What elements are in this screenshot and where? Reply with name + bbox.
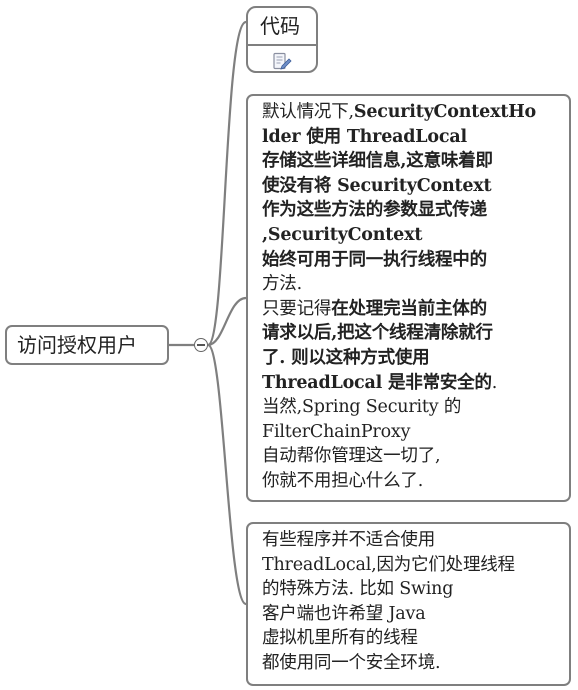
text-segment: 虚拟机里所有的线程 — [262, 628, 418, 649]
text-segment: 默认情况下, — [262, 102, 354, 122]
text-segment: 始终可用于同一执行线程中的 — [262, 249, 487, 270]
text-segment: lder 使用 ThreadLocal — [262, 126, 467, 147]
text-line: 只要记得在处理完当前主体的 — [262, 297, 563, 322]
text-segment: 在处理完当前主体的 — [331, 298, 487, 319]
text-line: 客户端也许希望 Java — [262, 602, 563, 627]
text-line: 自动帮你管理这一切了, — [262, 444, 563, 469]
text-segment: 都使用同一个安全环境. — [262, 652, 441, 673]
connector-to-topic-2 — [207, 296, 247, 347]
text-segment: FilterChainProxy — [262, 421, 411, 442]
text-segment: 作为这些方法的参数显式传递 — [262, 200, 487, 221]
text-segment: 了. 则以这种方式使用 — [262, 347, 430, 368]
text-line: 你就不用担心什么了. — [262, 469, 563, 494]
text-line: 使没有将 SecurityContext — [262, 174, 563, 199]
text-line: 了. 则以这种方式使用 — [262, 346, 563, 371]
topic-threadlocal-unsuitable[interactable]: 有些程序并不适合使用 ThreadLocal,因为它们处理线程的特殊方法. 比如 … — [246, 522, 571, 686]
text-line: ThreadLocal,因为它们处理线程 — [262, 553, 563, 578]
root-topic-label: 访问授权用户 — [17, 333, 137, 357]
text-line: 方法. — [262, 272, 563, 297]
text-segment: 方法. — [262, 274, 302, 295]
text-segment: ,SecurityContext — [262, 224, 423, 245]
text-line: 默认情况下,SecurityContextHo — [262, 100, 563, 125]
text-line: 请求以后,把这个线程清除就行 — [262, 321, 563, 346]
text-segment: 自动帮你管理这一切了, — [262, 446, 441, 467]
text-segment: 的特殊方法. 比如 Swing — [262, 579, 454, 600]
text-segment: ThreadLocal 是非常安全的 — [262, 372, 492, 393]
note-edit-icon[interactable] — [248, 46, 316, 71]
text-segment: 有些程序并不适合使用 — [262, 530, 435, 550]
text-segment: SecurityContextHo — [353, 102, 537, 122]
root-topic[interactable]: 访问授权用户 — [5, 325, 169, 365]
text-line: 存储这些详细信息,这意味着即 — [262, 149, 563, 174]
text-line: FilterChainProxy — [262, 420, 563, 445]
text-segment: 请求以后,把这个线程清除就行 — [262, 323, 493, 344]
text-line: 有些程序并不适合使用 — [262, 528, 563, 553]
collapse-toggle-button[interactable] — [194, 338, 208, 352]
connector-to-code-node — [206, 20, 247, 347]
text-line: 始终可用于同一执行线程中的 — [262, 248, 563, 273]
text-line: 都使用同一个安全环境. — [262, 651, 563, 676]
code-topic-label: 代码 — [248, 8, 316, 46]
text-line: 当然,Spring Security 的 — [262, 395, 563, 420]
text-line: 作为这些方法的参数显式传递 — [262, 198, 563, 223]
text-segment: 客户端也许希望 Java — [262, 603, 426, 624]
text-line: 虚拟机里所有的线程 — [262, 626, 563, 651]
text-segment: 只要记得 — [262, 298, 332, 319]
text-segment: 使没有将 SecurityContext — [262, 175, 492, 196]
text-segment: 存储这些详细信息,这意味着即 — [262, 151, 493, 172]
text-line: lder 使用 ThreadLocal — [262, 125, 563, 150]
text-segment: . — [491, 372, 498, 393]
text-line: ,SecurityContext — [262, 223, 563, 248]
text-segment: 你就不用担心什么了. — [262, 470, 424, 491]
text-segment: 当然,Spring Security 的 — [262, 397, 462, 418]
connector-to-topic-3 — [206, 343, 248, 606]
code-topic[interactable]: 代码 — [246, 6, 318, 73]
text-segment: ThreadLocal,因为它们处理线程 — [262, 554, 515, 575]
text-line: 的特殊方法. 比如 Swing — [262, 577, 563, 602]
text-line: ThreadLocal 是非常安全的. — [262, 371, 563, 396]
